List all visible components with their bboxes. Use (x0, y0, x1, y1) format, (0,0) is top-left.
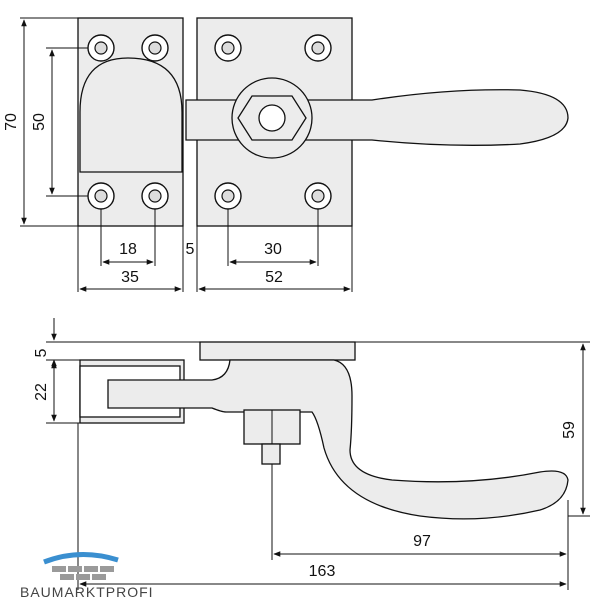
dim-label-5-gap: 5 (186, 241, 195, 258)
side-dimension-lines (51, 318, 586, 587)
hole-bore (94, 41, 108, 55)
hole-bore (221, 41, 235, 55)
base-plate (199, 341, 356, 361)
side-extension-lines (46, 341, 590, 590)
bolt-end (261, 443, 281, 465)
dim-label-59: 59 (561, 421, 578, 439)
dim-label-35: 35 (121, 269, 139, 286)
logo-brick-icon (76, 574, 90, 580)
extension-lines (20, 17, 353, 292)
hole-bore (311, 189, 325, 203)
logo-brick-icon (60, 574, 74, 580)
dim-label-5-plate: 5 (33, 348, 50, 357)
hole-bore (148, 189, 162, 203)
dim-label-50: 50 (31, 113, 48, 131)
logo-brick-icon (84, 566, 98, 572)
brand-name: BAUMARKTPROFI (20, 584, 154, 600)
hole-bore (221, 189, 235, 203)
top-view: 70 50 18 5 30 35 52 (3, 17, 569, 292)
dim-label-22: 22 (33, 383, 50, 401)
hole-bore (148, 41, 162, 55)
lever-profile (107, 359, 569, 520)
dim-label-70: 70 (3, 113, 20, 131)
logo-roof-icon (43, 551, 119, 565)
logo-brick-icon (92, 574, 106, 580)
side-view: 5 22 59 97 163 (33, 318, 590, 590)
dim-label-52: 52 (265, 269, 283, 286)
dimension-lines (21, 19, 351, 292)
keeper-arch (79, 57, 183, 173)
nut-bore (258, 104, 286, 132)
dim-label-97: 97 (413, 533, 431, 550)
hole-bore (311, 41, 325, 55)
brand-logo: BAUMARKTPROFI (20, 551, 154, 600)
dim-label-30: 30 (264, 241, 282, 258)
logo-brick-icon (68, 566, 82, 572)
hole-bore (94, 189, 108, 203)
dim-label-163: 163 (309, 563, 336, 580)
logo-brick-icon (52, 566, 66, 572)
logo-brick-icon (100, 566, 114, 572)
dim-label-18: 18 (119, 241, 137, 258)
